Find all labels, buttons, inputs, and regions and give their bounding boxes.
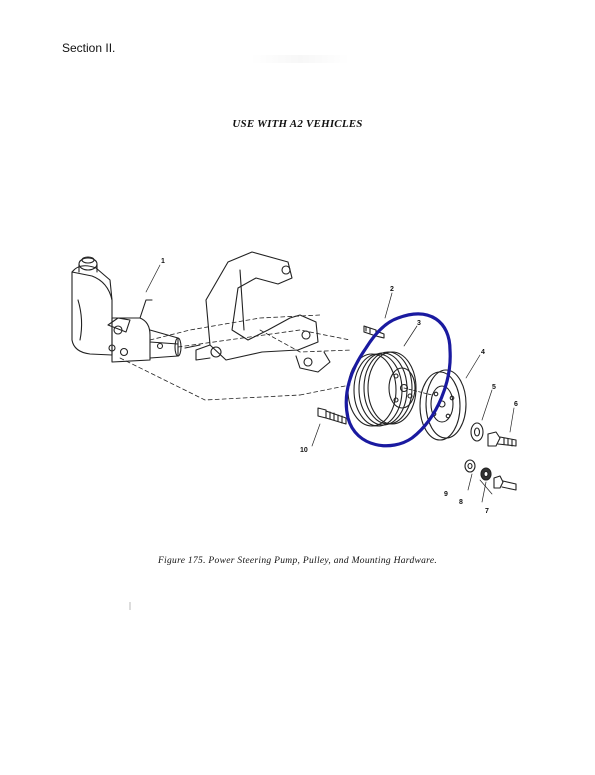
nut-8: [480, 467, 492, 481]
callout-1: 1: [161, 258, 165, 265]
washer-5: [470, 422, 484, 442]
scan-smudge: [250, 55, 350, 63]
bolt-7: [493, 475, 517, 491]
bolt-6: [487, 431, 517, 447]
callouts: 1 2 3 4 5 6 7 8 9 10: [161, 258, 518, 515]
mounting-bracket: [184, 251, 331, 373]
washer-9: [464, 459, 476, 473]
callout-6: 6: [514, 401, 518, 408]
section-label: Section II.: [62, 41, 116, 55]
pulley-3: [347, 351, 433, 427]
callout-9: 9: [444, 491, 448, 498]
highlight-circle: [344, 312, 452, 448]
callout-4: 4: [481, 349, 485, 356]
bolt-10: [317, 407, 347, 425]
callout-2: 2: [390, 286, 394, 293]
figure-caption: Figure 175. Power Steering Pump, Pulley,…: [157, 556, 438, 566]
figure-heading: USE WITH A2 VEHICLES: [232, 118, 363, 130]
callout-7: 7: [485, 508, 489, 515]
pump-body: [107, 299, 182, 363]
hub-4: [419, 369, 467, 441]
callout-5: 5: [492, 384, 496, 391]
reservoir-tank: [71, 256, 113, 356]
callout-3: 3: [417, 320, 421, 327]
scan-speck: [129, 602, 131, 610]
callout-10: 10: [300, 447, 308, 454]
callout-8: 8: [459, 499, 463, 506]
